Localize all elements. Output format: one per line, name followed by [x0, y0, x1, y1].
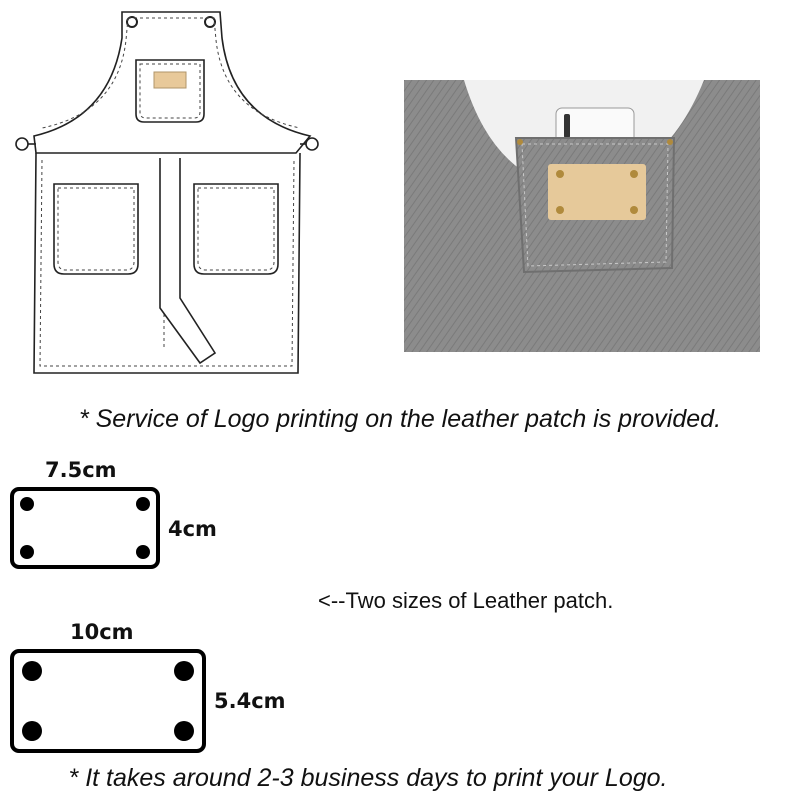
rivet	[20, 545, 34, 559]
rivet	[174, 721, 194, 741]
small-patch-height: 4cm	[168, 517, 217, 541]
rivet	[136, 497, 150, 511]
logo-service-note: * Service of Logo printing on the leathe…	[78, 405, 722, 433]
rivet	[136, 545, 150, 559]
rivet	[174, 661, 194, 681]
rivet	[22, 661, 42, 681]
small-patch-outline	[10, 487, 160, 569]
large-patch-width: 10cm	[70, 620, 134, 644]
turnaround-note: * It takes around 2-3 business days to p…	[68, 764, 668, 792]
small-patch-width: 7.5cm	[45, 458, 117, 482]
large-patch-height: 5.4cm	[214, 689, 286, 713]
apron-photo	[404, 80, 760, 352]
large-patch-outline	[10, 649, 206, 753]
apron-diagram	[15, 11, 319, 374]
rivet	[20, 497, 34, 511]
two-sizes-note: <--Two sizes of Leather patch.	[318, 588, 614, 613]
rivet	[22, 721, 42, 741]
